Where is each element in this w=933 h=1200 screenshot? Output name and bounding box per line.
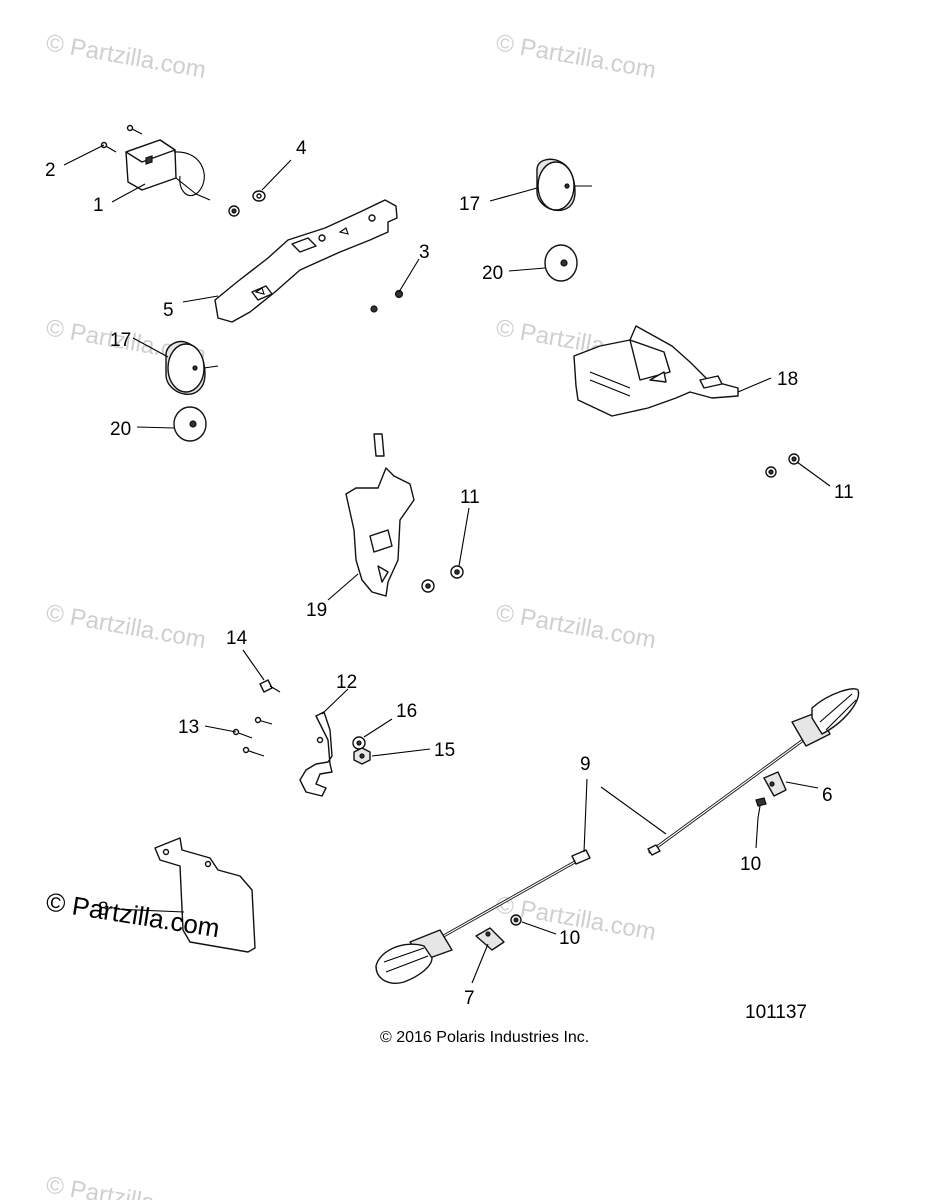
callout-8: 8 [98,899,109,920]
part-16-washer [352,736,366,750]
callout-20-top: 20 [482,263,503,284]
callout-11-right: 11 [834,482,854,503]
part-3-nuts [370,289,404,313]
part-2-screws [100,124,143,153]
callout-19: 19 [306,600,327,621]
part-18-bracket [573,325,739,417]
part-17-pad-top [536,158,592,212]
part-10-screw-upper [755,797,767,819]
part-14-bolt [259,679,281,693]
callout-17-top: 17 [459,194,480,215]
callout-14: 14 [226,628,248,649]
part-9-indicator-lower [375,849,591,984]
callout-10-lower: 10 [559,928,580,949]
diagram-reference-number: 101137 [745,1002,807,1023]
part-5-bracket [214,199,398,323]
part-11-nuts-right [765,453,800,478]
copyright-notice: © 2016 Polaris Industries Inc. [380,1029,589,1046]
callout-6: 6 [822,785,833,806]
part-4-washers [228,190,266,217]
callout-labels: 1 2 3 4 5 17 20 17 20 18 11 11 19 14 12 … [45,138,854,1009]
part-20-disc-left [173,406,207,442]
callout-2: 2 [45,160,56,181]
callout-20-left: 20 [110,419,131,440]
callout-1: 1 [93,195,104,216]
watermark: © Partzilla.com [494,599,658,654]
part-1-relay [125,139,211,201]
part-15-nut [353,747,371,765]
leader-lines [63,144,831,984]
callout-17-left: 17 [110,330,131,351]
part-12-bracket [299,711,333,797]
callout-3: 3 [419,242,430,263]
part-6-connector [763,771,787,797]
part-17-pad-left [165,340,219,395]
callout-10-upper: 10 [740,854,761,875]
watermark: © Partzilla.com [44,1171,208,1200]
watermark: © Partzilla.com [494,29,658,84]
part-9-indicator-upper [647,688,860,856]
watermark: © Partzilla.com [44,599,208,654]
callout-16: 16 [396,701,417,722]
callout-4: 4 [296,138,307,159]
callout-11-center: 11 [460,487,480,508]
part-19-bracket [345,433,415,597]
part-10-screw-lower [510,914,522,926]
callout-15: 15 [434,740,455,761]
part-13-screws [232,716,273,757]
callout-18: 18 [777,369,798,390]
part-11-nuts-center [421,565,464,593]
callout-7: 7 [464,988,475,1009]
callout-5: 5 [163,300,174,321]
callout-9: 9 [580,754,591,775]
part-8-plate [154,837,256,953]
part-7-connector [475,927,505,951]
watermark: © Partzilla.com [44,29,208,84]
part-20-disc-top [544,244,578,282]
callout-13: 13 [178,717,199,738]
callout-12: 12 [336,672,357,693]
